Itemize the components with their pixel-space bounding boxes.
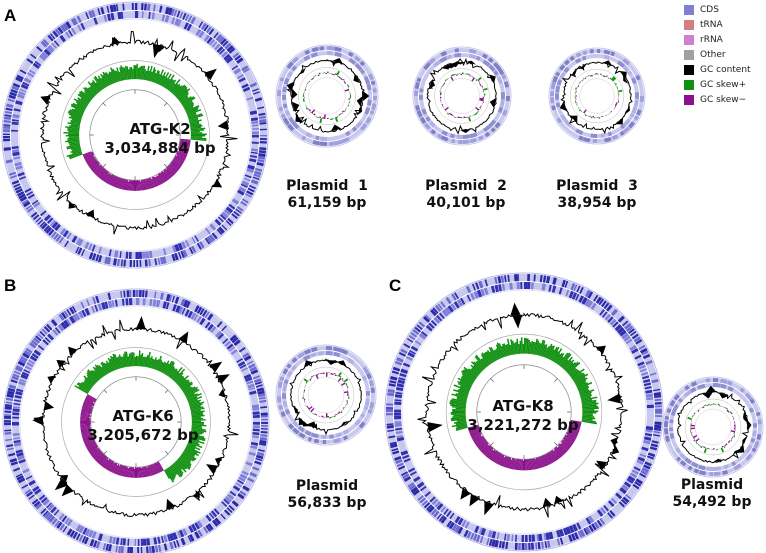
map-name: ATG-K2 <box>129 120 191 138</box>
legend-label: GC content <box>700 64 751 75</box>
genome-map-atg-k6 <box>2 288 270 553</box>
legend-swatch <box>684 49 694 60</box>
legend-item: tRNA <box>684 17 751 32</box>
panel-letter-b: B <box>4 276 17 295</box>
genome-map-atg-k2 <box>1 1 269 269</box>
plasmid-map-plasmid-c <box>662 376 764 478</box>
plasmid-map-plasmid-1 <box>275 44 379 148</box>
map-size: 3,221,272 bp <box>467 416 579 434</box>
map-size: 54,492 bp <box>672 494 752 510</box>
legend-label: tRNA <box>700 19 723 30</box>
panel-letter-c: C <box>389 276 402 295</box>
legend-label: GC skew+ <box>700 79 747 90</box>
legend-swatch <box>684 94 694 105</box>
legend-label: Other <box>700 49 726 60</box>
legend-item: CDS <box>684 2 751 17</box>
genome-map-atg-k8 <box>384 272 664 552</box>
map-size: 40,101 bp <box>426 195 506 211</box>
legend-label: rRNA <box>700 34 723 45</box>
legend-label: CDS <box>700 4 719 15</box>
plasmid-map-plasmid-3 <box>548 47 646 145</box>
legend: CDS tRNA rRNA Other GC content GC skew+ GC ske… <box>684 2 751 107</box>
map-size: 56,833 bp <box>287 495 367 511</box>
legend-swatch <box>684 34 694 45</box>
legend-swatch <box>684 4 694 15</box>
legend-swatch <box>684 79 694 90</box>
map-name: Plasmid <box>680 477 744 493</box>
map-name: Plasmid <box>295 478 359 494</box>
map-size: 61,159 bp <box>287 195 367 211</box>
plasmid-map-plasmid-b <box>275 344 377 446</box>
legend-item: GC content <box>684 62 751 77</box>
map-name: Plasmid 3 <box>556 178 638 194</box>
legend-label: GC skew− <box>700 94 747 105</box>
legend-item: rRNA <box>684 32 751 47</box>
map-name: Plasmid 1 <box>286 178 368 194</box>
map-size: 3,034,884 bp <box>104 139 216 157</box>
legend-swatch <box>684 19 694 30</box>
legend-item: GC skew− <box>684 92 751 107</box>
plasmid-map-plasmid-2 <box>412 46 512 146</box>
map-name: ATG-K8 <box>492 397 554 415</box>
legend-swatch <box>684 64 694 75</box>
map-name: ATG-K6 <box>112 407 174 425</box>
panel-letter-a: A <box>4 6 17 25</box>
map-size: 38,954 bp <box>557 195 637 211</box>
map-name: Plasmid 2 <box>425 178 507 194</box>
legend-item: Other <box>684 47 751 62</box>
legend-item: GC skew+ <box>684 77 751 92</box>
map-size: 3,205,672 bp <box>87 426 199 444</box>
